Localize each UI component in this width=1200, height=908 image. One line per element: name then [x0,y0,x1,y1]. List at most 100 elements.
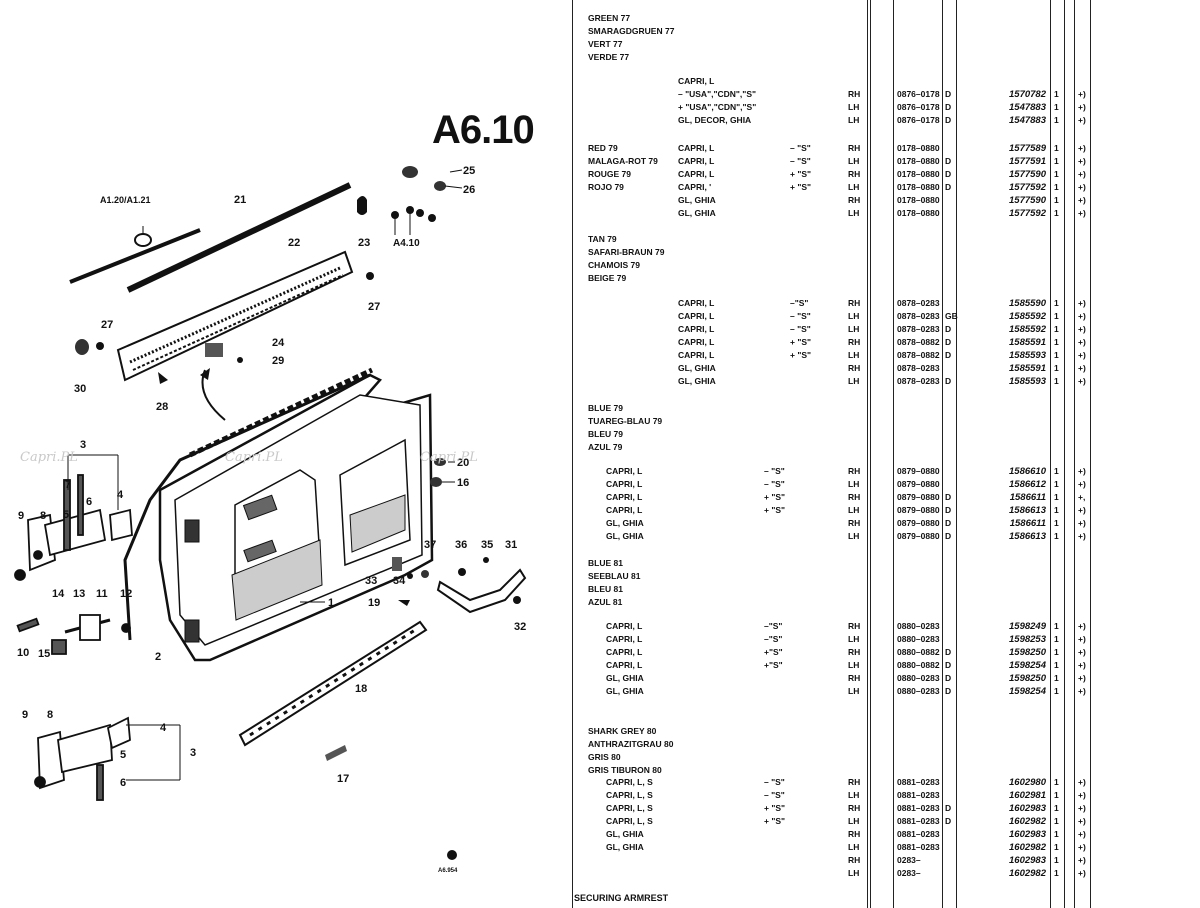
part-number-cell: 1598249 [1009,621,1046,632]
door-assembly-drawing: 1 2 3 3 4 4 5 5 6 6 7 8 8 9 9 10 11 12 1… [14,165,526,874]
callout-32: 32 [514,621,526,633]
part-number-cell: 1585592 [1009,311,1046,322]
variant-cell: – "S" [764,777,785,787]
model-cell: GL, GHIA [606,673,644,683]
model-cell: CAPRI, L [678,298,715,308]
part-number-cell: 1586611 [1009,492,1046,503]
part-number-cell: 1598254 [1009,686,1046,697]
exploded-diagram: A6.10 [0,0,570,908]
part-number-cell: 1602982 [1009,816,1046,827]
date-range-cell: 0879–0880 [897,492,940,502]
side-cell: RH [848,492,861,502]
part-number-cell: 1598250 [1009,673,1046,684]
part-number-cell: 1547883 [1009,102,1046,113]
callout-9a: 9 [18,510,24,522]
model-cell: CAPRI, L [678,76,715,86]
quantity-cell: 1 [1054,363,1059,373]
quantity-cell: 1 [1054,466,1059,476]
note-cell: +) [1078,634,1086,644]
watermark: Capri.PL [225,450,283,465]
note-cell: +) [1078,298,1086,308]
code-cell: D [945,115,952,125]
footer-heading: SECURING ARMREST [574,893,669,903]
part-number-cell: 1602981 [1009,790,1046,801]
date-range-cell: 0881–0283 [897,777,940,787]
part-number-cell: 1585590 [1009,298,1046,309]
note-cell: +) [1078,102,1086,112]
date-range-cell: 0178–0880 [897,143,940,153]
quantity-cell: 1 [1054,115,1059,125]
model-cell: GL, GHIA [606,518,644,528]
code-cell: D [945,169,952,179]
screw-36 [458,568,466,576]
color-name: GRIS 80 [588,752,621,762]
plug-20 [434,458,446,466]
callout-29: 29 [272,355,284,367]
side-cell: RH [848,803,861,813]
code-cell: D [945,492,952,502]
callout-37: 37 [424,539,436,551]
screw-34 [407,573,413,579]
note-cell: +) [1078,208,1086,218]
part-number-cell: 1602982 [1009,842,1046,853]
date-range-cell: 0283– [897,868,921,878]
side-cell: RH [848,829,861,839]
note-cell: +) [1078,350,1086,360]
screw-27-left [96,342,104,350]
model-cell: CAPRI, L [606,647,643,657]
callout-35: 35 [481,539,493,551]
ref-a120: A1.20/A1.21 [100,195,151,205]
quantity-cell: 1 [1054,842,1059,852]
callout-24: 24 [272,337,285,349]
quantity-cell: 1 [1054,868,1059,878]
part-number-cell: 1577589 [1009,143,1046,154]
callout-8a: 8 [40,510,46,522]
color-name: CHAMOIS 79 [588,260,640,270]
side-cell: LH [848,686,860,696]
model-cell: + "USA","CDN","S" [678,102,757,112]
note-cell: +) [1078,790,1086,800]
color-name: BLUE 79 [588,403,623,413]
callout-26: 26 [463,184,475,196]
quantity-cell: 1 [1054,376,1059,386]
lower-hinge-assembly [34,716,131,801]
date-range-cell: 0878–0882 [897,337,940,347]
clip-23 [357,196,367,215]
quantity-cell: 1 [1054,182,1059,192]
callout-16: 16 [457,477,469,489]
callout-36: 36 [455,539,467,551]
plug-26 [434,181,446,191]
screw-29 [237,357,243,363]
side-cell: RH [848,298,861,308]
date-range-cell: 0881–0283 [897,816,940,826]
color-name: AZUL 79 [588,442,623,452]
date-range-cell: 0879–0880 [897,479,940,489]
side-cell: LH [848,634,860,644]
code-cell: D [945,182,952,192]
callout-1: 1 [328,597,334,609]
model-cell: GL, GHIA [678,363,716,373]
variant-cell: + "S" [790,350,812,360]
color-name: BLEU 81 [588,584,623,594]
variant-cell: + "S" [764,816,786,826]
quantity-cell: 1 [1054,169,1059,179]
callout-18: 18 [355,683,367,695]
grommet-16 [430,477,442,487]
date-range-cell: 0881–0283 [897,829,940,839]
date-range-cell: 0879–0880 [897,505,940,515]
grommet-30 [75,339,89,355]
side-cell: RH [848,621,861,631]
variant-cell: + "S" [790,182,812,192]
variant-cell: – "S" [790,143,811,153]
note-cell: +) [1078,686,1086,696]
color-name: ROUGE 79 [588,169,631,179]
part-number-cell: 1577592 [1009,182,1046,193]
color-name: BLUE 81 [588,558,623,568]
